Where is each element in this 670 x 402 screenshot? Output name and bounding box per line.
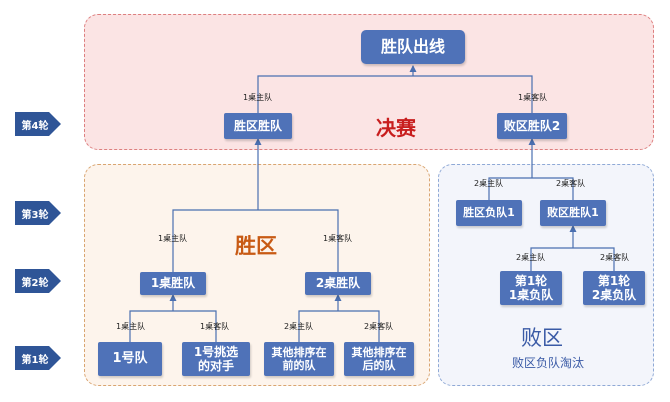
team1-pick-box: 1号挑选 的对手 [182, 342, 250, 376]
final-connector [257, 75, 533, 113]
team1-pick-line2: 的对手 [197, 359, 234, 373]
other-back-line2: 后的队 [362, 359, 396, 372]
losers-winner-box: 败区胜队1 [540, 200, 606, 226]
losers-r2-home-label: 2桌主队 [516, 253, 546, 262]
losers-r3-home-label: 2桌主队 [474, 179, 504, 188]
round-label-1: 第1轮 [21, 354, 49, 366]
final-away-label: 1桌客队 [518, 93, 548, 102]
losers-r3-away-label: 2桌客队 [556, 179, 586, 188]
round-label-4: 第4轮 [21, 120, 49, 132]
table2-home-label: 2桌主队 [284, 322, 314, 331]
losers-title: 败区 [521, 326, 563, 350]
final-home-label: 1桌主队 [243, 93, 273, 102]
r1-table1-loser-line2: 1桌负队 [508, 288, 554, 302]
round-arrow-4: 第4轮 [15, 110, 63, 138]
r1-table2-loser-line1: 第1轮 [597, 273, 631, 288]
team1-box: 1号队 [98, 342, 162, 376]
winners-r3-home-label: 1桌主队 [158, 234, 188, 243]
table1-winner-box: 1桌胜队 [140, 272, 206, 295]
round-arrow-2: 第2轮 [15, 267, 63, 295]
winners-r2-right-connector [298, 310, 380, 342]
table1-away-label: 1桌客队 [200, 322, 230, 331]
round-arrow-3: 第3轮 [15, 199, 63, 227]
other-back-box: 其他排序在 后的队 [344, 342, 414, 376]
r1-table2-loser-box: 第1轮 2桌负队 [583, 271, 645, 305]
losers-r3-connector [488, 177, 574, 200]
team1-pick-line1: 1号挑选 [193, 344, 239, 359]
table2-away-label: 2桌客队 [364, 322, 394, 331]
table1-home-label: 1桌主队 [116, 322, 146, 331]
other-front-line1: 其他排序在 [271, 345, 327, 359]
losers-champion-box: 败区胜队2 [497, 113, 567, 139]
round-arrow-1: 第1轮 [15, 344, 63, 372]
winners-title: 胜区 [235, 233, 277, 258]
r1-table2-loser-line2: 2桌负队 [591, 288, 637, 302]
other-front-line2: 前的队 [282, 359, 316, 372]
losers-r2-away-label: 2桌客队 [600, 253, 630, 262]
winners-loser-box: 胜区负队1 [456, 200, 522, 226]
r1-table1-loser-line1: 第1轮 [514, 273, 548, 288]
other-back-line1: 其他排序在 [351, 345, 407, 359]
table2-winner-box: 2桌胜队 [305, 272, 371, 295]
final-title: 决赛 [376, 116, 416, 140]
losers-subtitle: 败区负队淘汰 [512, 356, 585, 370]
r1-table1-loser-box: 第1轮 1桌负队 [500, 271, 562, 305]
round-label-2: 第2轮 [21, 277, 49, 289]
champion-box: 胜队出线 [361, 30, 465, 64]
winners-champion-box: 胜区胜队 [224, 113, 292, 139]
winners-r3-away-label: 1桌客队 [323, 234, 353, 243]
round-label-3: 第3轮 [21, 209, 49, 221]
winners-r3-connector [172, 209, 339, 272]
other-front-box: 其他排序在 前的队 [264, 342, 334, 376]
